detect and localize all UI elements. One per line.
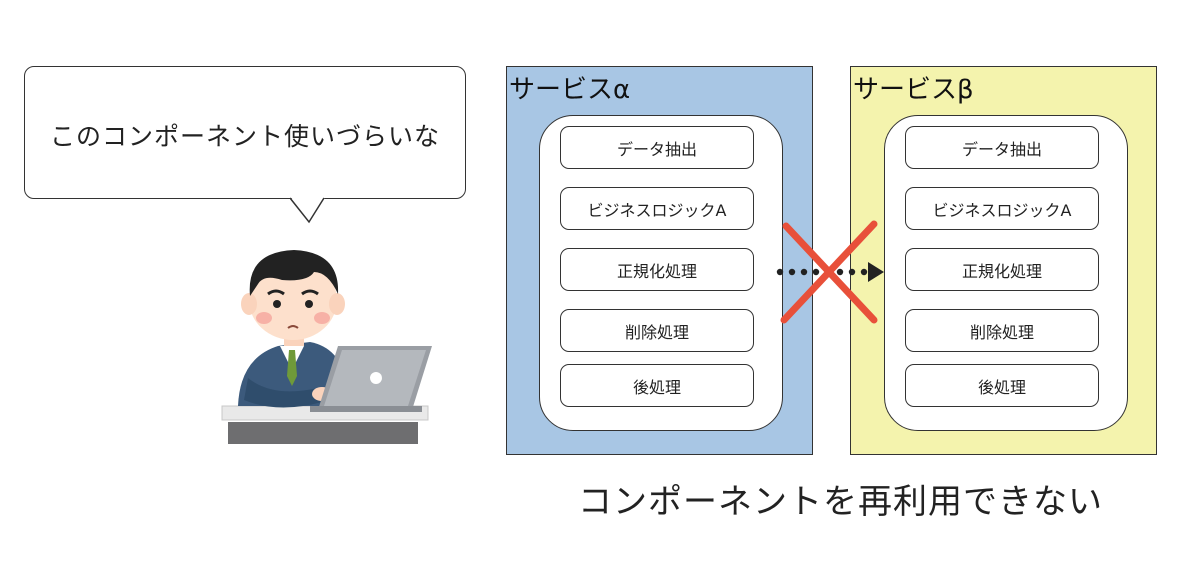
service-beta-panel: サービスβ データ抽出 ビジネスロジックA 正規化処理 削除処理 後処理 [850, 66, 1157, 455]
alpha-step-post-process: 後処理 [560, 364, 754, 407]
troubled-developer-illustration [221, 250, 432, 444]
service-alpha-panel: サービスα データ抽出 ビジネスロジックA 正規化処理 削除処理 後処理 [506, 66, 813, 455]
alpha-step-business-logic: ビジネスロジックA [560, 187, 754, 230]
service-beta-title: サービスβ [853, 75, 974, 105]
speech-bubble-tail [290, 196, 326, 224]
diagram-caption: コンポーネントを再利用できない [578, 482, 1103, 522]
beta-step-delete: 削除処理 [905, 309, 1099, 352]
beta-step-data-extract: データ抽出 [905, 126, 1099, 169]
alpha-step-delete: 削除処理 [560, 309, 754, 352]
alpha-step-data-extract: データ抽出 [560, 126, 754, 169]
service-beta-component: データ抽出 ビジネスロジックA 正規化処理 削除処理 後処理 [884, 115, 1128, 431]
beta-step-post-process: 後処理 [905, 364, 1099, 407]
service-alpha-title: サービスα [509, 75, 631, 105]
speech-bubble-text: このコンポーネント使いづらいな [49, 122, 440, 151]
blocked-reuse-arrow [776, 220, 884, 324]
red-cross-icon [780, 220, 878, 324]
service-alpha-component: データ抽出 ビジネスロジックA 正規化処理 削除処理 後処理 [539, 115, 783, 431]
alpha-step-normalize: 正規化処理 [560, 248, 754, 291]
beta-step-normalize: 正規化処理 [905, 248, 1099, 291]
speech-bubble: このコンポーネント使いづらいな [24, 66, 466, 199]
beta-step-business-logic: ビジネスロジックA [905, 187, 1099, 230]
